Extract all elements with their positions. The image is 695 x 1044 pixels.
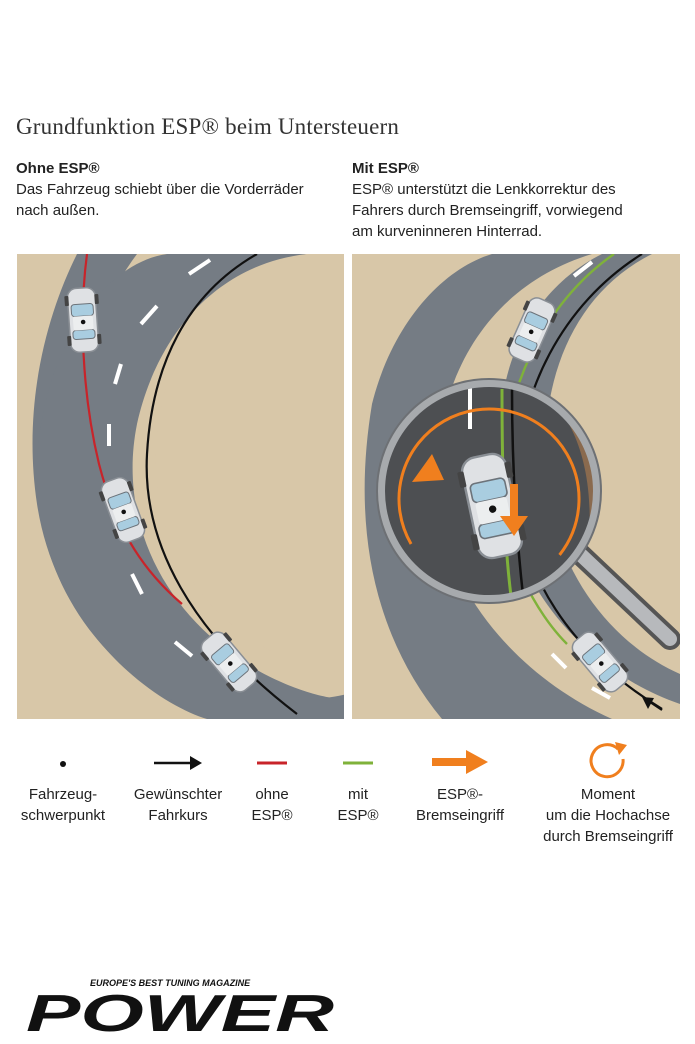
dot-icon: [60, 761, 66, 767]
legend-label-line: schwerpunkt: [20, 807, 106, 824]
panel-ohne-esp: [17, 254, 344, 719]
magnifier-lens-content: [381, 383, 597, 599]
legend-item-mit-esp: mit ESP®: [332, 740, 384, 826]
logo-word: POWER: [26, 985, 335, 1037]
moment-circle-arrow: [397, 407, 581, 591]
sand-inner: [155, 254, 344, 672]
legend-label-line: Bremseingriff: [415, 807, 505, 824]
orange-arrow-icon: [432, 750, 488, 774]
legend-label-line: Fahrzeug-: [28, 786, 98, 803]
left-heading: Ohne ESP®: [16, 160, 100, 177]
legend-label-line: durch Bremseingriff: [543, 828, 673, 845]
legend-label-line: Gewünschter: [133, 786, 223, 803]
road-surface: [37, 254, 344, 719]
magnifier-rim: [377, 379, 601, 603]
legend-item-ohne-esp: ohne ESP®: [246, 740, 298, 826]
logo-tagline: EUROPE'S BEST TUNING MAGAZINE: [90, 978, 251, 988]
right-text-line-2: Fahrers durch Bremseingriff, vorwiegend: [352, 202, 623, 219]
legend-item-bremseingriff: ESP®- Bremseingriff: [406, 740, 514, 826]
right-heading: Mit ESP®: [352, 160, 419, 177]
legend-item-fahrkurs: Gewünschter Fahrkurs: [124, 740, 232, 826]
red-line-icon: [257, 761, 287, 765]
left-text-line-1: Das Fahrzeug schiebt über die Vorderräde…: [16, 181, 304, 198]
left-text-line-2: nach außen.: [16, 202, 100, 219]
page-title: Grundfunktion ESP® beim Untersteuern: [16, 114, 400, 139]
brake-arrow: [500, 484, 528, 536]
magnifier-handle: [569, 543, 680, 650]
right-text-line-1: ESP® unterstützt die Lenkkorrektur des: [352, 181, 616, 198]
power-logo: EUROPE'S BEST TUNING MAGAZINE POWER: [22, 975, 342, 1043]
car-1: [63, 286, 103, 354]
moment-arrowhead: [412, 454, 444, 482]
sand-inner: [545, 254, 680, 674]
legend-label-line: ESP®: [337, 807, 379, 824]
green-line-icon: [343, 761, 373, 765]
left-description: Ohne ESP® Das Fahrzeug schiebt über die …: [16, 158, 336, 221]
legend-label-line: ESP®: [251, 807, 293, 824]
legend-label-line: Fahrkurs: [148, 807, 208, 824]
road-surface: [364, 254, 612, 719]
legend-label-line: um die Hochachse: [545, 807, 671, 824]
right-description: Mit ESP® ESP® unterstützt die Lenkkorrek…: [352, 158, 672, 242]
right-text-line-3: am kurveninneren Hinterrad.: [352, 223, 543, 240]
arrowhead: [642, 697, 654, 709]
legend-item-moment: Moment um die Hochachse durch Bremseingr…: [530, 740, 686, 847]
legend-label-line: ohne: [255, 786, 289, 803]
legend-label-line: mit: [348, 786, 368, 803]
power-logo-graphic: EUROPE'S BEST TUNING MAGAZINE POWER: [26, 978, 335, 1043]
panel-mit-esp: [352, 254, 680, 719]
magnifier-rim-outer: [376, 378, 602, 604]
arrow-icon: [154, 756, 202, 770]
legend-item-schwerpunkt: Fahrzeug- schwerpunkt: [20, 740, 106, 826]
legend: Fahrzeug- schwerpunkt Gewünschter Fahrku…: [0, 740, 695, 860]
legend-label-line: Moment: [580, 786, 636, 803]
rotation-arrow-icon: [589, 742, 627, 779]
legend-label-line: ESP®-: [436, 786, 484, 803]
